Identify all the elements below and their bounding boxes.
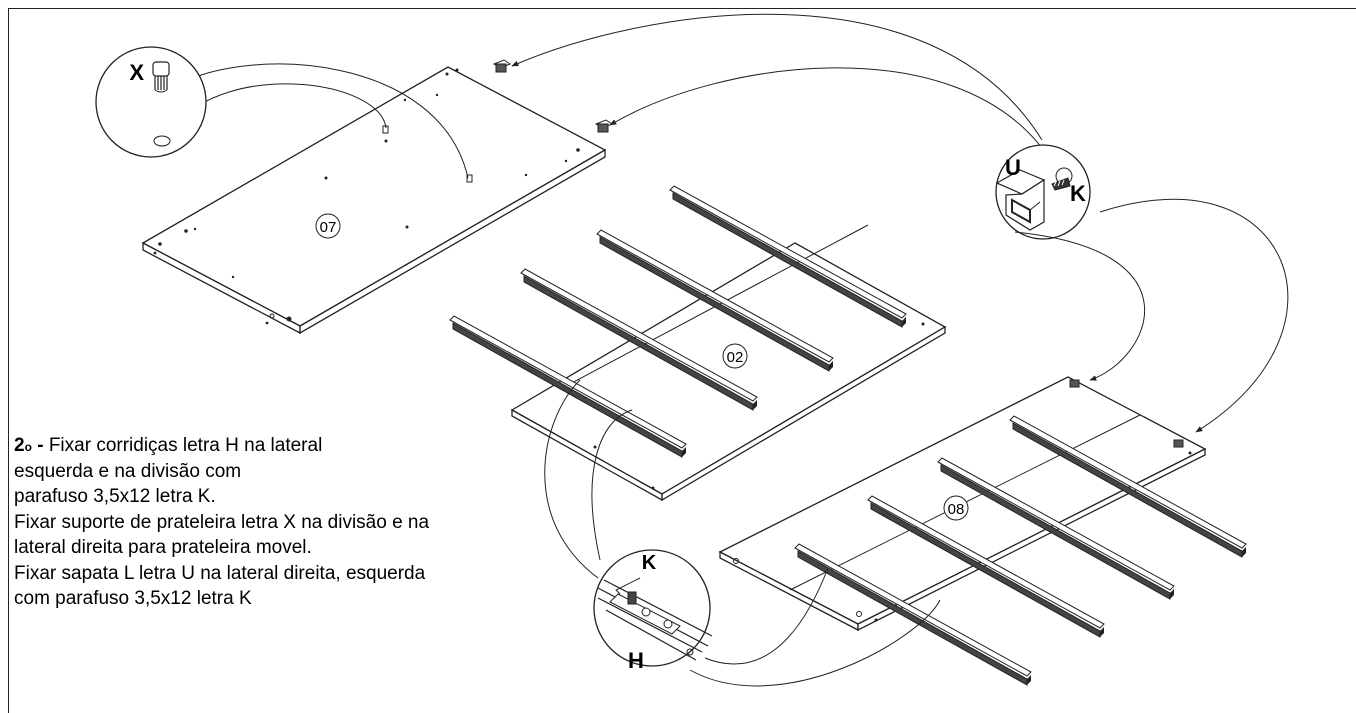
instruction-line-3: parafuso 3,5x12 letra K. bbox=[14, 486, 216, 507]
label-k-detail: K bbox=[642, 552, 657, 574]
panel-08: 08 bbox=[718, 376, 1247, 686]
diagram-frame bbox=[8, 8, 1356, 713]
label-x: X bbox=[129, 60, 144, 85]
foot-marker-right-1 bbox=[1069, 379, 1080, 388]
instruction-line-7: com parafuso 3,5x12 letra K bbox=[14, 588, 252, 609]
label-h: H bbox=[628, 648, 644, 673]
part-number-08: 08 bbox=[948, 501, 965, 518]
screw-icon bbox=[1051, 167, 1073, 191]
assembly-instructions: 2o - Fixar corridiças letra H na lateral… bbox=[14, 433, 589, 612]
detail-foot-screw: U K bbox=[995, 144, 1091, 240]
instruction-line-6: Fixar sapata L letra U na lateral direit… bbox=[14, 562, 426, 584]
part-number-07: 07 bbox=[320, 219, 337, 236]
shelf-support-icon bbox=[152, 61, 170, 93]
step-number: 2o - bbox=[14, 435, 49, 456]
foot-marker-top-1 bbox=[492, 59, 512, 73]
detail-slide-screw: K H bbox=[593, 549, 713, 673]
foot-marker-right-2 bbox=[1173, 439, 1184, 448]
slide-detail-icon bbox=[597, 577, 713, 661]
instruction-line-2: esquerda e na divisão com bbox=[14, 460, 242, 482]
instruction-line-1: 2o - Fixar corridiças letra H na lateral bbox=[14, 435, 323, 456]
label-k: K bbox=[1070, 181, 1086, 206]
detail-shelf-support: X bbox=[95, 46, 469, 179]
instruction-line-5: lateral direita para prateleira movel. bbox=[14, 537, 312, 558]
foot-marker-top-2 bbox=[594, 119, 614, 133]
instruction-line-4: Fixar suporte de prateleira letra X na d… bbox=[14, 511, 430, 533]
foot-bracket-icon bbox=[995, 169, 1046, 231]
label-u: U bbox=[1005, 155, 1021, 180]
part-number-02: 02 bbox=[727, 349, 744, 366]
panel-02: 02 bbox=[449, 185, 947, 502]
panel-07: 07 bbox=[141, 66, 607, 335]
